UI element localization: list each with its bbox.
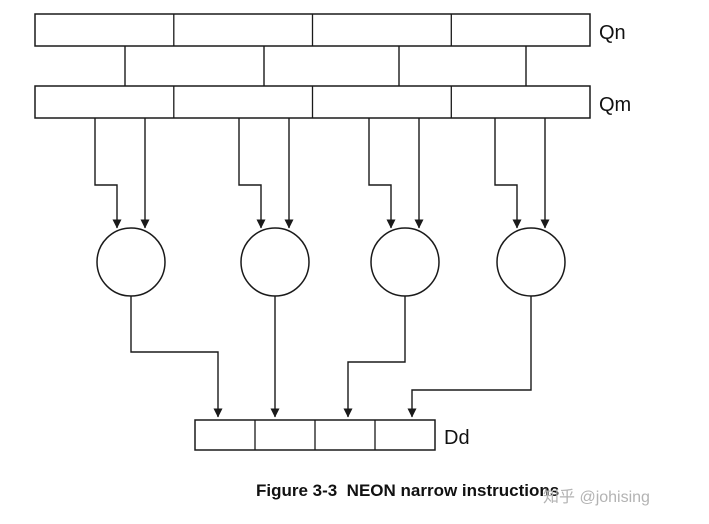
operation-node-3 [370,227,440,297]
operation-node-2 [240,227,310,297]
qm-register [34,85,591,119]
dd-cell-dividers [254,420,376,450]
figure-caption: Figure 3-3 NEON narrow instructions [256,481,560,500]
qm-label: Qm [599,94,631,116]
operation-node-1 [96,227,166,297]
qm-cell-dividers [173,86,452,118]
qn-label: Qn [599,22,626,44]
dd-register [194,419,436,451]
result-arrow-lane1 [130,296,223,418]
lane4-left-operand-arrow [494,118,522,229]
lane2-left-operand-arrow [238,118,266,229]
qn-register [34,13,591,47]
watermark: 知乎 @johising [543,489,650,506]
operation-nodes [96,227,566,297]
result-arrow-lane4 [407,296,532,418]
operand-wires [94,118,550,229]
operation-node-4 [496,227,566,297]
lane3-left-operand-arrow [368,118,396,229]
qn-passthrough-wires [124,46,527,86]
result-arrow-lane3 [343,296,406,418]
dd-label: Dd [444,427,470,449]
lane1-left-operand-arrow [94,118,122,229]
qn-cell-dividers [173,14,452,46]
result-wires [130,296,532,418]
